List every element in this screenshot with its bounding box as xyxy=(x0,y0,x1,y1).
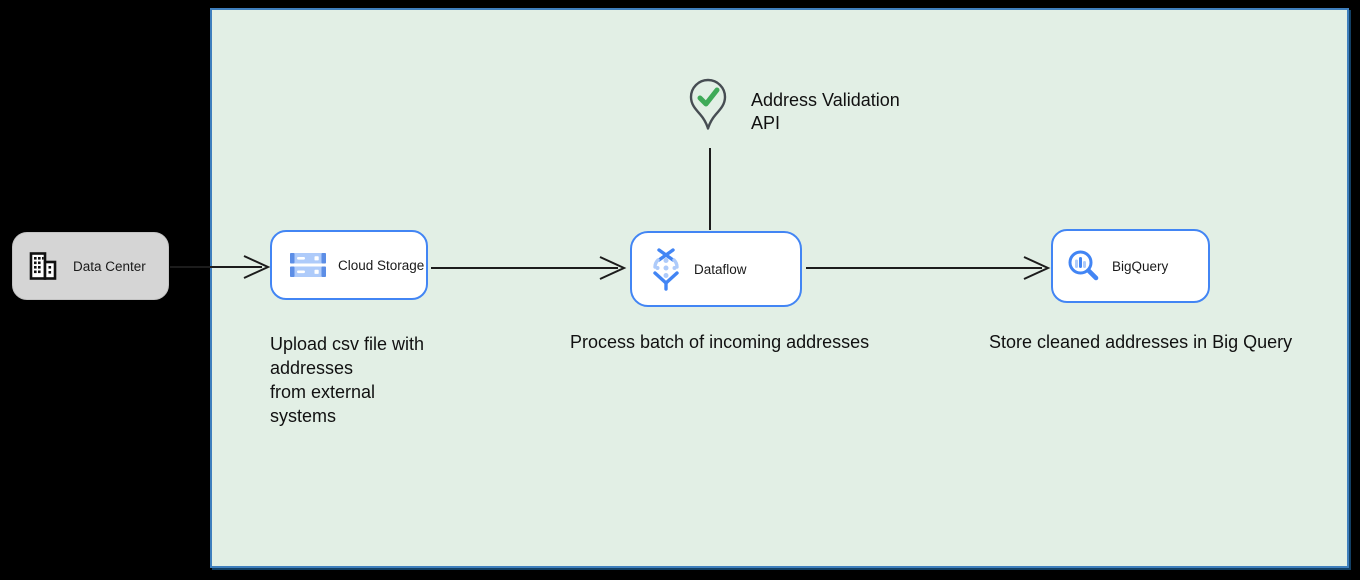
arrow-datacenter-to-cloudstorage[interactable] xyxy=(170,255,271,279)
annotation-line-2: API xyxy=(751,113,781,133)
caption-process-text: Process batch of incoming addresses xyxy=(570,332,870,352)
node-cloud-storage[interactable]: Cloud Storage xyxy=(270,230,428,300)
bigquery-icon xyxy=(1065,247,1103,285)
caption-store-bigquery: Store cleaned addresses in Big Query xyxy=(989,330,1292,354)
node-bigquery[interactable]: BigQuery xyxy=(1051,229,1210,303)
caption-process-batch: Process batch of incoming addresses xyxy=(570,330,869,354)
caption-upload-line-4: systems xyxy=(270,406,337,426)
annotation-line-1: Address Validation xyxy=(751,90,900,110)
arrow-dataflow-to-bigquery[interactable] xyxy=(806,256,1051,280)
node-label-dataflow: Dataflow xyxy=(694,261,747,277)
caption-upload-line-3: from external xyxy=(270,382,376,402)
caption-store-text: Store cleaned addresses in Big Query xyxy=(989,332,1293,352)
arrow-cloudstorage-to-dataflow[interactable] xyxy=(431,256,627,280)
address-validation-shape[interactable] xyxy=(688,78,728,141)
caption-upload-csv: Upload csv file with addresses from exte… xyxy=(270,332,424,428)
caption-upload-line-2: addresses xyxy=(270,358,354,378)
node-label-cloud-storage: Cloud Storage xyxy=(338,257,425,273)
dataflow-icon xyxy=(645,246,687,292)
map-pin-check-icon xyxy=(688,78,728,140)
node-data-center[interactable]: Data Center xyxy=(12,232,169,300)
building-icon xyxy=(28,251,58,281)
cloud-storage-icon xyxy=(288,250,328,280)
node-label-bigquery: BigQuery xyxy=(1112,258,1169,274)
node-dataflow[interactable]: Dataflow xyxy=(630,231,802,307)
caption-upload-line-1: Upload csv file with xyxy=(270,334,425,354)
address-validation-label: Address Validation API xyxy=(751,89,900,135)
node-label-data-center: Data Center xyxy=(73,258,146,274)
